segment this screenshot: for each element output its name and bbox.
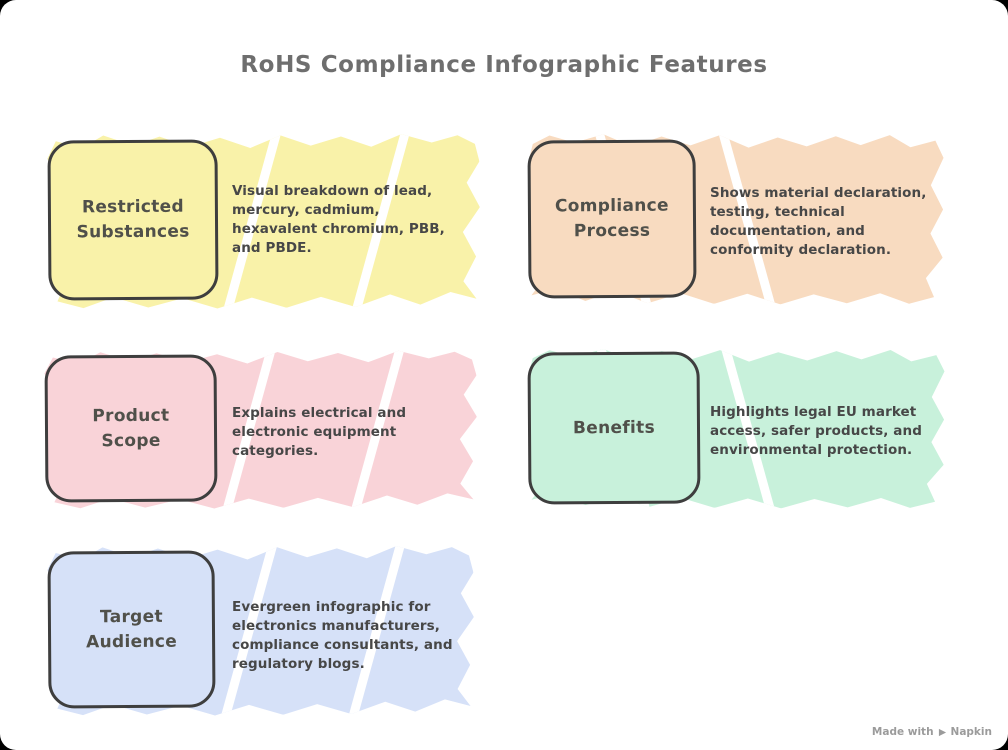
watermark-brand: Napkin <box>950 726 992 738</box>
card-description: Highlights legal EU market access, safer… <box>710 404 922 459</box>
page-title: RoHS Compliance Infographic Features <box>240 52 768 78</box>
card-title: Compliance Process <box>554 195 669 242</box>
card-compliance-process: Compliance Process Shows material declar… <box>528 132 943 304</box>
card-title-box: Compliance Process <box>527 139 697 299</box>
card-title: Benefits <box>572 417 656 438</box>
card-title-box: Target Audience <box>47 550 216 709</box>
card-product-scope: Product Scope Explains electrical and el… <box>45 349 477 508</box>
watermark-prefix: Made with <box>871 726 934 738</box>
watermark: Made with Napkin <box>872 726 992 738</box>
card-description: Evergreen infographic for electronics ma… <box>232 599 453 673</box>
card-target-audience: Target Audience Evergreen infographic fo… <box>48 544 474 715</box>
card-description: Visual breakdown of lead, mercury, cadmi… <box>232 183 445 257</box>
card-title-box: Restricted Substances <box>47 139 219 301</box>
card-description: Shows material declaration, testing, tec… <box>710 185 927 259</box>
card-restricted-substances: Restricted Substances Visual breakdown o… <box>48 132 480 308</box>
card-title: Restricted Substances <box>76 197 190 243</box>
napkin-logo-icon <box>938 728 947 737</box>
card-benefits: Benefits Highlights legal EU market acce… <box>528 347 944 508</box>
card-description: Explains electrical and electronic equip… <box>232 405 407 460</box>
card-title-box: Product Scope <box>44 354 218 503</box>
card-title: Product Scope <box>92 405 170 451</box>
card-title: Target Audience <box>86 606 178 652</box>
card-title-box: Benefits <box>527 351 701 505</box>
